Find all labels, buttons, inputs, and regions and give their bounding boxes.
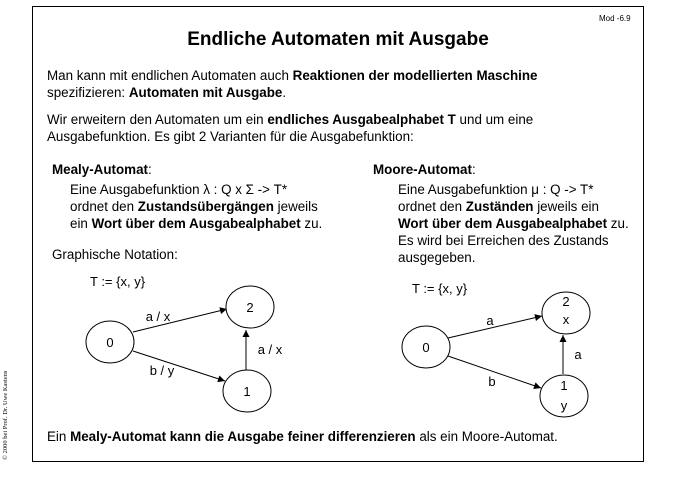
mealy-state-label-0: 0 [106, 335, 113, 350]
mealy-edge-label-0-2: a / x [146, 309, 171, 324]
mealy-state-1 [222, 369, 272, 413]
notation-label: Graphische Notation: [52, 247, 178, 262]
moore-description: Eine Ausgabefunktion μ : Q -> T*ordnet d… [398, 182, 629, 265]
mealy-heading: Mealy-Automat: [52, 162, 152, 177]
moore-state-label-0: 0 [422, 340, 429, 355]
slide-frame [32, 6, 644, 462]
intro-paragraph: Man kann mit endlichen Automaten auch Re… [47, 68, 538, 100]
mealy-alphabet: T := {x, y} [90, 274, 146, 289]
moore-heading: Moore-Automat: [373, 162, 476, 177]
intro-emphasis-automaten: Automaten mit Ausgabe [128, 85, 283, 100]
mealy-edge-label-1-2: a / x [258, 342, 283, 357]
closing-statement: Ein Mealy-Automat kann die Ausgabe feine… [47, 429, 558, 444]
mealy-edge-0-1 [132, 350, 226, 383]
moore-state-label-2: 2 [562, 294, 569, 309]
mealy-description: Eine Ausgabefunktion λ : Q x Σ -> T*ordn… [70, 182, 323, 231]
moore-state-1 [539, 374, 589, 418]
closing-emphasis: Mealy-Automat kann die Ausgabe feiner di… [70, 429, 416, 444]
moore-state-2 [541, 291, 591, 335]
extension-emphasis: endliches Ausgabealphabet T [267, 112, 456, 127]
slide-title: Endliche Automaten mit Ausgabe [187, 29, 489, 50]
mealy-edge-label-0-1: b / y [150, 363, 175, 378]
moore-state-output-1: y [561, 398, 568, 413]
moore-edge-0-2 [447, 314, 543, 339]
mealy-state-2 [225, 285, 275, 329]
mealy-diagram: 0 2 1 a / x b / y a / x [85, 285, 283, 413]
moore-state-output-2: x [563, 312, 570, 327]
moore-state-0 [401, 325, 451, 369]
mealy-state-label-2: 2 [246, 300, 253, 315]
moore-alphabet: T := {x, y} [412, 281, 468, 296]
intro-emphasis-reaktionen: Reaktionen der modellierten Maschine [292, 68, 538, 83]
mealy-edge-0-2 [132, 307, 228, 333]
moore-edge-label-0-1: b [488, 374, 495, 389]
moore-state-label-1: 1 [560, 378, 567, 393]
moore-edge-0-1 [447, 355, 542, 390]
mealy-state-label-1: 1 [243, 384, 250, 399]
mealy-state-0 [85, 320, 135, 364]
moore-edge-label-0-2: a [486, 313, 494, 328]
extension-paragraph: Wir erweitern den Automaten um ein endli… [47, 112, 534, 144]
copyright-notice: © 2000 bei Prof. Dr. Uwe Kastens [2, 370, 9, 460]
moore-edge-label-1-2: a [574, 347, 582, 362]
moore-diagram: 0 2 x 1 y a b a [401, 291, 591, 418]
page-number: Mod -6.9 [599, 14, 631, 23]
